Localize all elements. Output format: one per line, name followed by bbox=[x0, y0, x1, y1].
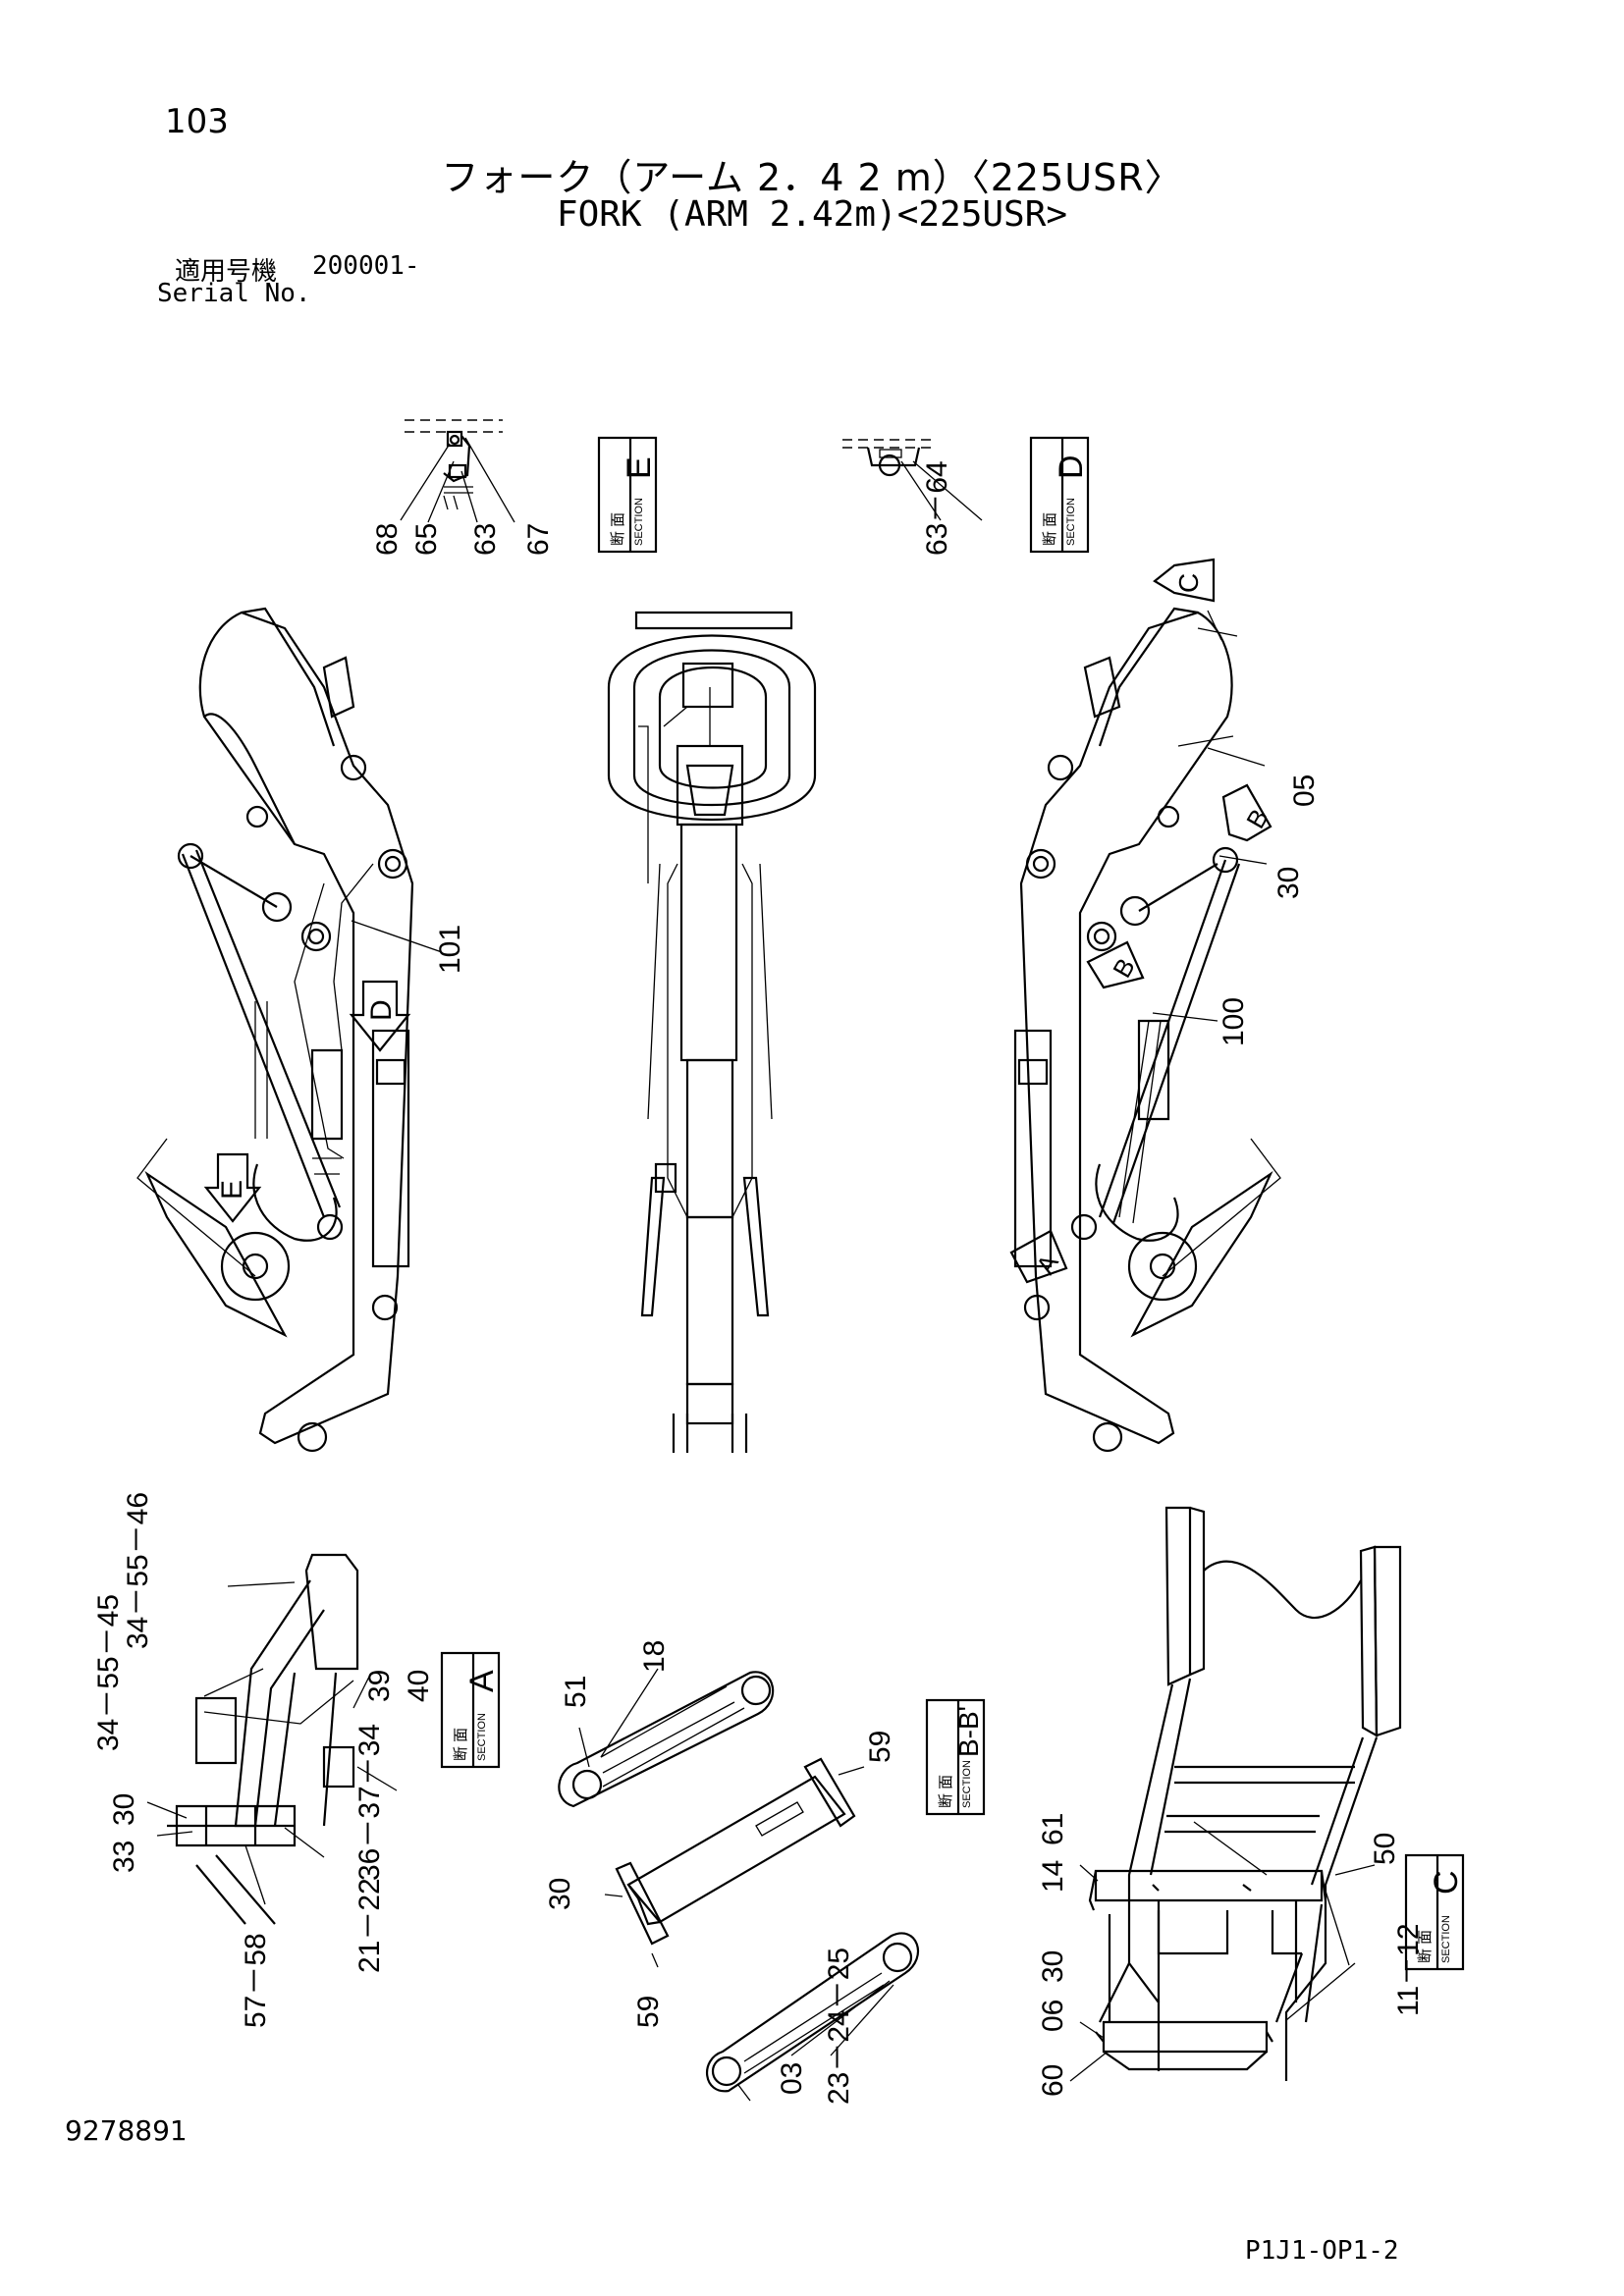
section-e-letter: E bbox=[621, 456, 658, 479]
callout-06: 06 bbox=[1037, 2000, 1069, 2032]
section-e-kanji: 断 面 bbox=[610, 512, 626, 546]
callout-18: 18 bbox=[638, 1640, 671, 1673]
arm-side-view-right bbox=[1013, 607, 1281, 1453]
callout-68: 68 bbox=[371, 523, 404, 556]
callout-63: 63 bbox=[469, 523, 502, 556]
section-c-label: 断 面 SECTION C bbox=[1404, 1853, 1465, 1971]
callout-30: 30 bbox=[1272, 867, 1305, 899]
callout-30: 30 bbox=[1037, 1950, 1069, 1983]
section-e-word: SECTION bbox=[633, 498, 645, 546]
callout-65: 65 bbox=[410, 523, 443, 556]
leaders-right bbox=[1152, 747, 1268, 1022]
section-bb-letter: B-B' bbox=[953, 1706, 984, 1757]
callout-101: 101 bbox=[434, 925, 466, 974]
callout-30: 30 bbox=[108, 1793, 140, 1826]
callout-34-55-46: 34－55－46 bbox=[122, 1492, 154, 1649]
section-e-label: 断 面 SECTION E bbox=[597, 436, 658, 554]
callout-63-64: 63－64 bbox=[921, 460, 953, 556]
callout-05: 05 bbox=[1288, 774, 1321, 807]
serial-label-japanese: 適用号機 bbox=[175, 257, 278, 287]
callout-21-22: 21－22 bbox=[353, 1878, 386, 1973]
view-marker-e-letter: E bbox=[216, 1180, 248, 1200]
callout-14: 14 bbox=[1037, 1860, 1069, 1893]
section-a-label: 断 面 SECTION A bbox=[440, 1651, 501, 1769]
sheet-code: P1J1-OP1-2 bbox=[1245, 2236, 1399, 2266]
view-marker-d-letter: D bbox=[365, 999, 398, 1021]
callout-100: 100 bbox=[1218, 997, 1250, 1046]
section-bb-detail bbox=[558, 1668, 920, 2102]
section-bb-kanji: 断 面 bbox=[938, 1775, 954, 1808]
section-a-kanji: 断 面 bbox=[453, 1728, 469, 1761]
title-japanese: フォーク（アーム 2．4 2 m）〈225USR〉 bbox=[441, 156, 1183, 199]
serial-value: 200001- bbox=[312, 251, 420, 281]
section-a-word: SECTION bbox=[476, 1713, 488, 1761]
view-marker-c-letter: C bbox=[1173, 573, 1204, 593]
callout-11-12: 11－12 bbox=[1392, 1923, 1425, 2016]
section-d-letter: D bbox=[1053, 454, 1090, 479]
callout-50: 50 bbox=[1369, 1833, 1401, 1865]
section-bb-label: 断 面 SECTION B-B' bbox=[925, 1698, 986, 1816]
callout-61: 61 bbox=[1037, 1813, 1069, 1845]
document-number: 9278891 bbox=[65, 2114, 188, 2147]
callout-33: 33 bbox=[108, 1841, 140, 1873]
view-marker-e: E bbox=[203, 1152, 262, 1223]
section-e-detail bbox=[400, 419, 515, 523]
section-d-detail bbox=[842, 439, 983, 521]
callout-59-lower: 59 bbox=[632, 1996, 665, 2028]
section-a-letter: A bbox=[463, 1670, 501, 1692]
view-marker-c: C bbox=[1153, 558, 1222, 641]
section-d-label: 断 面 SECTION D bbox=[1029, 436, 1090, 554]
callout-36-37-34: 36－37－34 bbox=[353, 1724, 386, 1881]
arm-top-view-center bbox=[607, 611, 817, 1453]
view-marker-b-lower-letter: B bbox=[1107, 953, 1141, 983]
arm-side-view-left bbox=[136, 607, 443, 1453]
callout-23-24-25: 23－24－25 bbox=[823, 1948, 855, 2105]
callout-39: 39 bbox=[363, 1670, 396, 1702]
callout-34-55-45: 34－55－45 bbox=[92, 1594, 125, 1751]
section-d-kanji: 断 面 bbox=[1042, 512, 1058, 546]
serial-label-english: Serial No. bbox=[157, 279, 311, 308]
section-c-detail bbox=[1069, 1506, 1402, 2082]
callout-57-58: 57－58 bbox=[240, 1933, 272, 2028]
callout-40: 40 bbox=[403, 1670, 435, 1702]
section-bb-word: SECTION bbox=[961, 1760, 973, 1808]
callout-30: 30 bbox=[544, 1878, 576, 1910]
section-c-kanji: 断 面 bbox=[1417, 1930, 1434, 1963]
callout-03: 03 bbox=[776, 2062, 808, 2095]
view-marker-b-upper-letter: B bbox=[1240, 804, 1274, 833]
callout-67: 67 bbox=[522, 523, 555, 556]
section-a-detail bbox=[146, 1553, 398, 1925]
view-marker-b-upper: B bbox=[1221, 783, 1274, 842]
page-number: 103 bbox=[165, 102, 229, 141]
view-marker-a: A bbox=[1009, 1229, 1068, 1284]
title-english: FORK (ARM 2.42m)<225USR> bbox=[556, 194, 1068, 235]
view-marker-d: D bbox=[349, 980, 411, 1052]
section-c-letter: C bbox=[1428, 1870, 1465, 1895]
callout-59-upper: 59 bbox=[864, 1731, 896, 1763]
callout-51: 51 bbox=[560, 1676, 592, 1708]
section-c-word: SECTION bbox=[1440, 1915, 1452, 1963]
section-d-word: SECTION bbox=[1065, 498, 1077, 546]
callout-60: 60 bbox=[1037, 2064, 1069, 2097]
